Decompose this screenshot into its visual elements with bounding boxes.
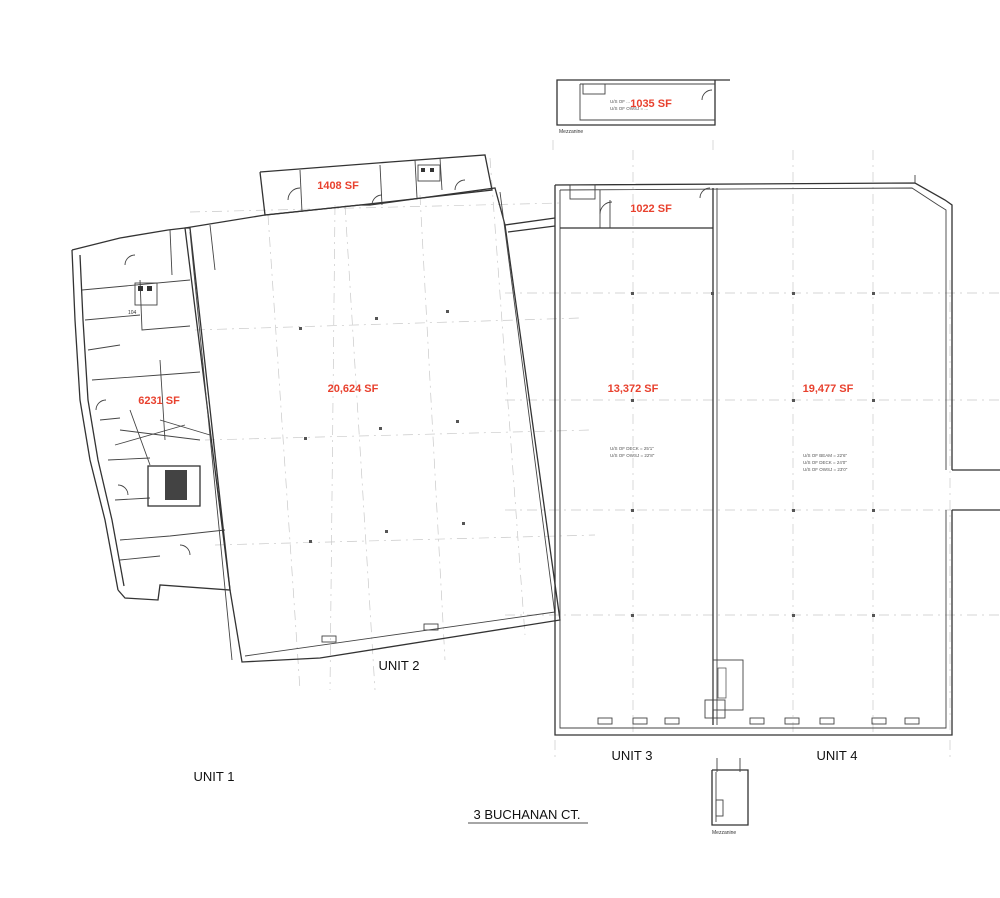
mezzanine-label-bottom: Mezzanine <box>712 830 736 836</box>
area-label-unit2-warehouse: 20,624 SF <box>328 383 379 395</box>
area-label-unit1-office: 6231 SF <box>138 395 180 407</box>
clearance-note-unit3-line2: U/S OF OWSJ = 22'8" <box>610 453 655 458</box>
mezzanine-label-top: Mezzanine <box>559 129 583 135</box>
clearance-note-mezz-line2: U/S OF OWSJ = ... <box>610 106 648 111</box>
unit-2-warehouse: 1408 SF 20,624 SF <box>184 154 561 663</box>
area-label-unit4-warehouse: 19,477 SF <box>803 383 854 395</box>
mezzanine-top: U/S OF ... U/S OF OWSJ = ... 1035 SF Mez… <box>552 79 730 155</box>
mezzanine-bottom: Mezzanine <box>711 758 749 836</box>
clearance-note-unit3-line1: U/S OF DECK = 25'1" <box>610 446 654 451</box>
connector <box>504 217 556 226</box>
column-grid <box>189 150 1000 760</box>
area-label-unit2-office: 1408 SF <box>317 180 359 192</box>
unit-label-4: UNIT 4 <box>817 748 858 763</box>
area-label-unit3-warehouse: 13,372 SF <box>608 383 659 395</box>
clearance-note-mezz-line1: U/S OF ... <box>610 99 630 104</box>
clearance-note-unit4-line1: U/S OF BEAM = 22'6" <box>803 453 847 458</box>
washroom-block <box>147 465 201 507</box>
area-label-unit3-mezzanine: 1035 SF <box>630 98 672 110</box>
area-label-unit3-office: 1022 SF <box>630 203 672 215</box>
unit-1-office-wing: 104 6231 SF <box>71 224 231 601</box>
clearance-note-unit4-line3: U/S OF OWSJ = 23'0" <box>803 467 848 472</box>
address-label: 3 BUCHANAN CT. <box>474 807 581 822</box>
unit-label-3: UNIT 3 <box>612 748 653 763</box>
unit-label-1: UNIT 1 <box>194 769 235 784</box>
unit-3-4-warehouse: 1022 SF 13,372 SF 19,477 SF U/S OF DECK … <box>554 175 1000 736</box>
room-tag: 104 <box>128 310 137 316</box>
connector <box>507 225 556 233</box>
unit-label-2: UNIT 2 <box>379 658 420 673</box>
clearance-note-unit4-line2: U/S OF DECK = 24'0" <box>803 460 847 465</box>
